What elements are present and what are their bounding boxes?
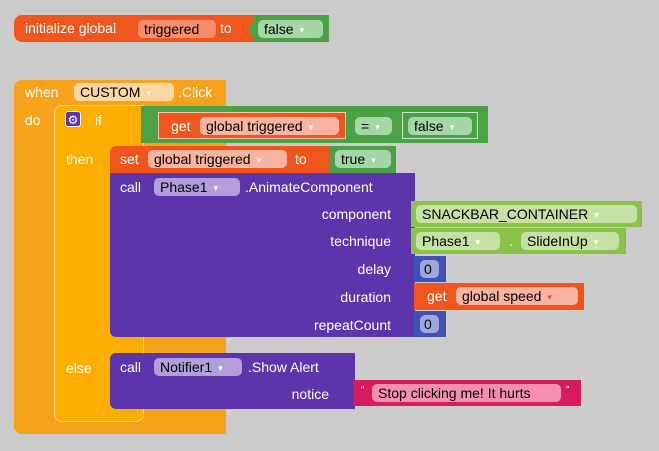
boolean-value: true <box>341 151 366 167</box>
else-label: else <box>66 360 92 376</box>
dropdown-arrow-icon: ▾ <box>547 292 552 302</box>
set-variable-block[interactable]: set global triggered ▾ to <box>110 146 330 173</box>
technique-component-dropdown[interactable]: Phase1 ▾ <box>416 232 500 250</box>
animate-component-call[interactable]: call Phase1 ▾ .AnimateComponent component… <box>110 173 415 337</box>
get-speed-block[interactable]: get global speed ▾ <box>414 283 584 310</box>
notice-label: notice <box>291 386 329 402</box>
method-name: .Show Alert <box>248 359 319 375</box>
text-field[interactable]: Stop clicking me! It hurts <box>372 384 561 402</box>
boolean-dropdown[interactable]: true ▾ <box>335 150 391 168</box>
boolean-dropdown[interactable]: false ▾ <box>408 117 472 135</box>
boolean-true-block[interactable]: true ▾ <box>330 146 396 173</box>
dropdown-arrow-icon: ▾ <box>146 88 151 98</box>
param-technique-label: technique <box>330 233 391 249</box>
variable-dropdown[interactable]: global speed ▾ <box>456 287 578 305</box>
variable-name: global speed <box>462 288 542 304</box>
boolean-value: false <box>264 21 294 37</box>
repeat-field[interactable]: 0 <box>420 315 439 333</box>
dropdown-arrow-icon: ▾ <box>218 363 223 373</box>
dropdown-arrow-icon: ▾ <box>308 122 314 132</box>
component-value-dropdown[interactable]: SNACKBAR_CONTAINER ▾ <box>416 205 637 223</box>
variable-name-text: triggered <box>144 21 200 37</box>
to-label: to <box>220 20 232 36</box>
dropdown-arrow-icon: ▾ <box>299 25 305 35</box>
show-alert-call[interactable]: call Notifier1 ▾ .Show Alert notice <box>110 353 355 409</box>
operator-value: = <box>361 118 370 134</box>
boolean-false-block[interactable]: false ▾ <box>253 15 329 42</box>
get-triggered-block[interactable]: get global triggered ▾ <box>158 112 346 139</box>
when-label: when <box>25 84 59 100</box>
close-quote: ” <box>566 385 570 396</box>
variable-name: global triggered <box>154 151 251 167</box>
repeat-number-block[interactable]: 0 <box>414 311 446 337</box>
variable-dropdown[interactable]: global triggered ▾ <box>200 117 339 135</box>
param-duration-label: duration <box>340 289 391 305</box>
dropdown-arrow-icon: ▾ <box>371 155 376 165</box>
component-dropdown[interactable]: CUSTOM ▾ <box>74 83 174 101</box>
variable-name-field[interactable]: triggered <box>138 20 216 38</box>
if-label: if <box>95 112 102 128</box>
component-dropdown[interactable]: Notifier1 ▾ <box>154 358 242 376</box>
set-label: set <box>120 151 139 167</box>
param-component-label: component <box>321 206 391 222</box>
boolean-value: false <box>414 118 444 134</box>
input-connector <box>249 23 254 35</box>
event-handler-footer <box>40 423 226 434</box>
dropdown-arrow-icon: ▾ <box>593 237 599 247</box>
initialize-label: initialize global <box>25 20 117 36</box>
call-label: call <box>120 359 142 375</box>
do-label: do <box>25 112 41 128</box>
method-name: .AnimateComponent <box>245 179 373 195</box>
get-label: get <box>427 288 447 304</box>
technique-component: Phase1 <box>422 233 470 249</box>
component-value: SNACKBAR_CONTAINER <box>422 206 589 222</box>
delay-field[interactable]: 0 <box>420 260 439 278</box>
then-label: then <box>66 151 94 167</box>
get-label: get <box>171 118 191 134</box>
boolean-dropdown[interactable]: false ▾ <box>258 20 323 38</box>
text-string-block[interactable]: “ Stop clicking me! It hurts ” <box>353 380 581 406</box>
param-delay-label: delay <box>357 261 391 277</box>
component-name: Notifier1 <box>160 359 213 375</box>
dropdown-arrow-icon: ▾ <box>375 122 380 132</box>
call-label: call <box>120 179 142 195</box>
dropdown-arrow-icon: ▾ <box>475 237 481 247</box>
param-repeat-label: repeatCount <box>313 317 391 333</box>
technique-value-block[interactable]: Phase1 ▾ . SlideInUp ▾ <box>411 228 626 254</box>
technique-value-dropdown[interactable]: SlideInUp ▾ <box>521 232 619 250</box>
boolean-false-block-2[interactable]: false ▾ <box>402 112 478 139</box>
variable-dropdown[interactable]: global triggered ▾ <box>148 150 287 168</box>
open-quote: “ <box>361 385 365 396</box>
notice-text: Stop clicking me! It hurts <box>378 385 531 401</box>
component-name: Phase1 <box>160 179 208 195</box>
operator-dropdown[interactable]: =▾ <box>355 117 392 135</box>
component-value-block[interactable]: SNACKBAR_CONTAINER ▾ <box>411 201 642 227</box>
dropdown-arrow-icon: ▾ <box>594 210 599 220</box>
variable-name: global triggered <box>206 118 303 134</box>
component-dropdown[interactable]: Phase1 ▾ <box>154 178 240 196</box>
technique-value: SlideInUp <box>527 233 588 249</box>
component-name: CUSTOM <box>80 84 141 100</box>
mutator-gear-icon[interactable]: ⚙ <box>65 111 81 127</box>
dropdown-arrow-icon: ▾ <box>213 183 219 193</box>
dropdown-arrow-icon: ▾ <box>256 155 262 165</box>
initialize-global-block[interactable]: initialize global triggered to <box>14 15 254 42</box>
delay-number-block[interactable]: 0 <box>414 256 446 282</box>
event-name: .Click <box>178 84 213 100</box>
technique-dot: . <box>509 233 513 249</box>
to-label: to <box>295 151 307 167</box>
dropdown-arrow-icon: ▾ <box>449 122 455 132</box>
